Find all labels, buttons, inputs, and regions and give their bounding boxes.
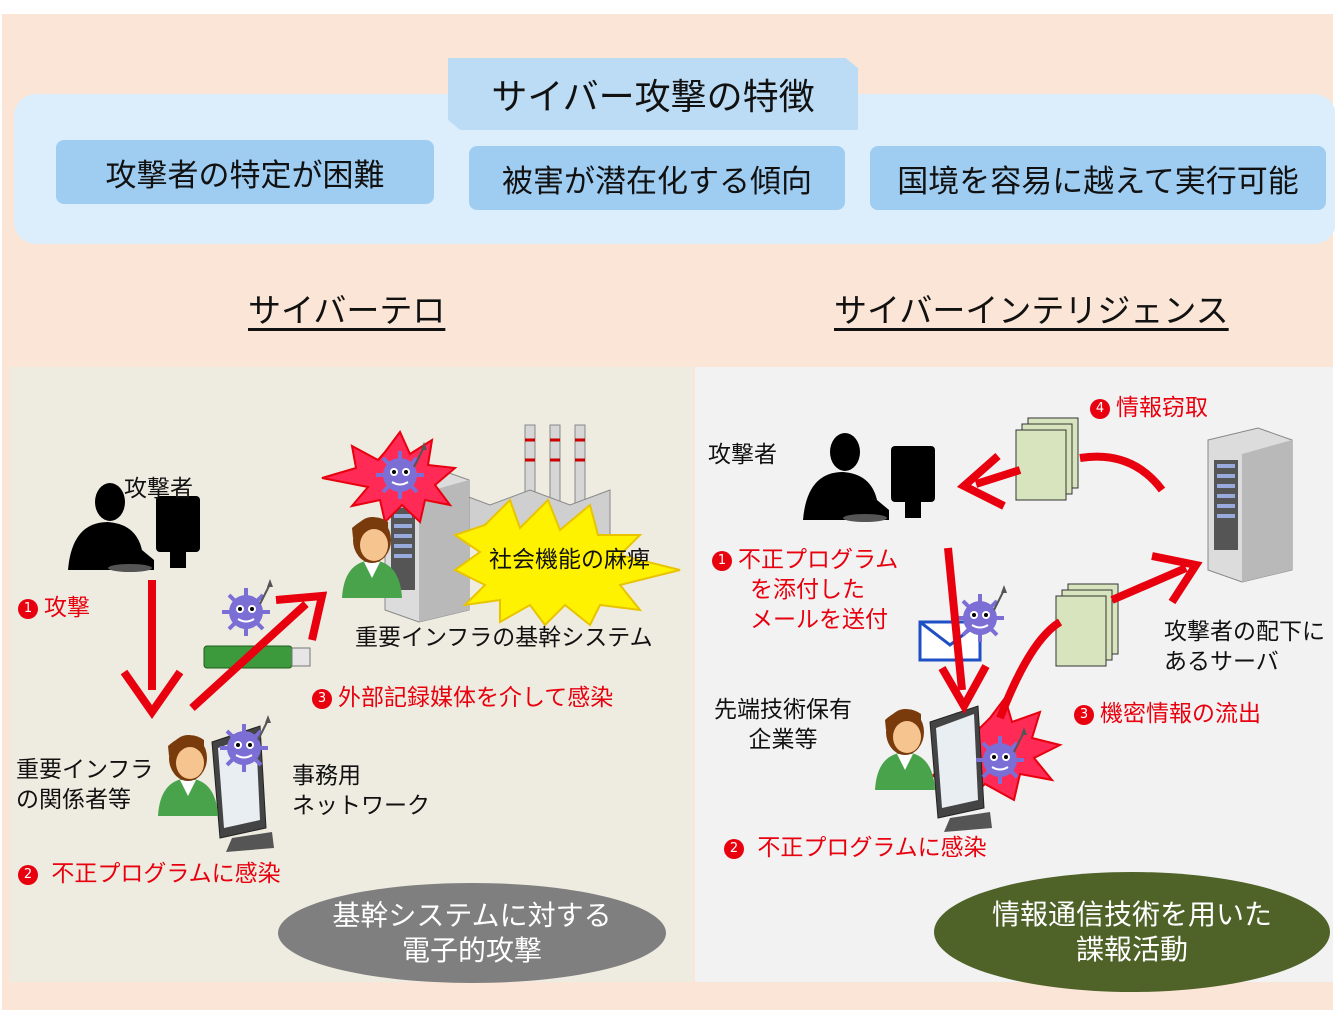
left-summary-line-1: 基幹システムに対する [332, 899, 612, 932]
right-step-1-line-1: 不正プログラム [738, 547, 899, 573]
social-paralysis-label: 社会機能の麻痺 [489, 547, 650, 573]
page-title: サイバー攻撃の特徴 [448, 58, 858, 130]
right-summary-line-1: 情報通信技術を用いた [991, 898, 1272, 931]
left-step-2-label: 不正プログラムに感染 [51, 861, 281, 887]
infra-staff-line-2: の関係者等 [16, 786, 131, 813]
feature-2: 被害が潜在化する傾向 [469, 146, 845, 210]
right-summary: 情報通信技術を用いた諜報活動 [934, 872, 1330, 992]
infra-system-label: 重要インフラの基幹システム [355, 625, 653, 651]
feature-1: 攻撃者の特定が困難 [56, 140, 434, 204]
attacker-server-line-2: あるサーバ [1164, 648, 1279, 675]
left-summary: 基幹システムに対する電子的攻撃 [278, 883, 666, 983]
right-step-3-label: 機密情報の流出 [1100, 701, 1261, 727]
infra-staff-label: 重要インフラ の関係者等 [16, 756, 153, 816]
left-step-3: 3 外部記録媒体を介して感染 [312, 684, 613, 714]
company-line-2: 企業等 [748, 726, 818, 753]
step-number-badge: 3 [1074, 705, 1094, 726]
right-step-2-label: 不正プログラムに感染 [757, 835, 987, 861]
company-label: 先端技術保有 企業等 [714, 696, 852, 756]
office-network-line-2: ネットワーク [292, 792, 430, 819]
step-number-badge: 2 [18, 865, 38, 886]
left-step-2: 2 不正プログラムに感染 [18, 860, 281, 890]
office-network-line-1: 事務用 [292, 763, 361, 789]
right-step-1-line-2: を添付した [750, 576, 865, 603]
heading-cyber-intelligence: サイバーインテリジェンス [834, 291, 1229, 330]
right-step-3: 3 機密情報の流出 [1074, 700, 1261, 730]
left-step-1-label: 攻撃 [44, 595, 90, 621]
step-number-badge: 1 [18, 599, 38, 620]
company-line-1: 先端技術保有 [714, 697, 852, 723]
step-number-badge: 3 [312, 689, 332, 710]
left-summary-line-2: 電子的攻撃 [401, 934, 542, 967]
left-attacker-label: 攻撃者 [124, 476, 193, 502]
right-step-4: 4 情報窃取 [1090, 394, 1208, 424]
attacker-server-line-1: 攻撃者の配下に [1164, 619, 1325, 645]
step-number-badge: 2 [724, 839, 744, 860]
right-step-1: 1 不正プログラム を添付した メールを送付 [712, 546, 898, 636]
right-step-4-label: 情報窃取 [1116, 395, 1208, 421]
right-step-2: 2 不正プログラムに感染 [724, 834, 987, 864]
left-step-1: 1 攻撃 [18, 594, 90, 624]
step-number-badge: 1 [712, 551, 732, 572]
right-attacker-label: 攻撃者 [708, 442, 777, 468]
feature-3: 国境を容易に越えて実行可能 [870, 146, 1326, 210]
right-summary-line-2: 諜報活動 [1075, 933, 1188, 966]
left-step-3-label: 外部記録媒体を介して感染 [338, 685, 614, 711]
heading-cyber-terror: サイバーテロ [248, 291, 446, 330]
right-step-1-line-3: メールを送付 [750, 606, 888, 633]
infra-staff-line-1: 重要インフラ [16, 757, 154, 783]
office-network-label: 事務用 ネットワーク [292, 762, 430, 822]
attacker-server-label: 攻撃者の配下に あるサーバ [1164, 618, 1325, 678]
step-number-badge: 4 [1090, 399, 1110, 420]
